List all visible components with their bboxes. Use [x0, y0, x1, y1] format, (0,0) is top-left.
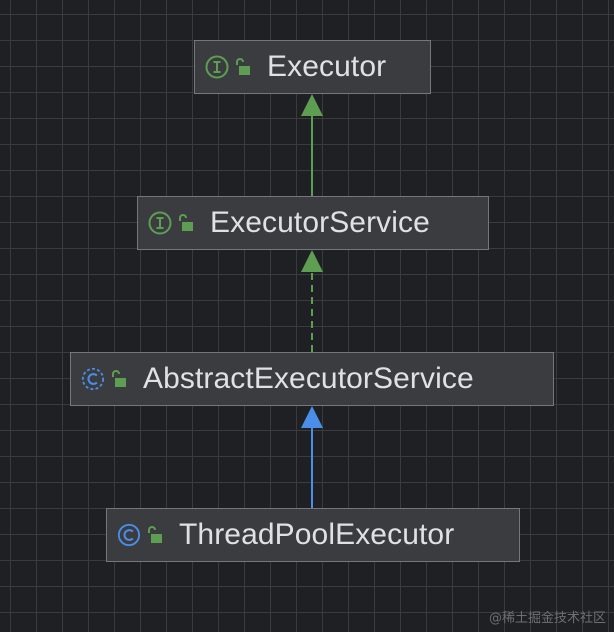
public-lock-icon	[109, 369, 129, 389]
node-abstract-executor-service[interactable]: AbstractExecutorService	[70, 352, 554, 406]
class-icon	[117, 523, 141, 547]
interface-icon	[205, 55, 229, 79]
node-executor-service[interactable]: ExecutorService	[137, 196, 489, 250]
node-executor[interactable]: Executor	[194, 40, 431, 94]
edge-arrowhead-implements	[301, 250, 323, 272]
public-lock-icon	[233, 57, 253, 77]
node-label-thread-pool-executor: ThreadPoolExecutor	[179, 518, 455, 551]
public-lock-icon	[145, 525, 165, 545]
node-label-executor: Executor	[267, 50, 387, 83]
interface-icon	[148, 211, 172, 235]
abstract-class-icon	[81, 367, 105, 391]
node-thread-pool-executor[interactable]: ThreadPoolExecutor	[106, 508, 520, 562]
edge-arrowhead-extends	[301, 94, 323, 116]
watermark: @稀土掘金技术社区	[488, 611, 606, 626]
node-label-executor-service: ExecutorService	[210, 206, 430, 239]
public-lock-icon	[176, 213, 196, 233]
node-label-abstract-executor-service: AbstractExecutorService	[143, 362, 474, 395]
edge-arrowhead-extends	[301, 406, 323, 428]
